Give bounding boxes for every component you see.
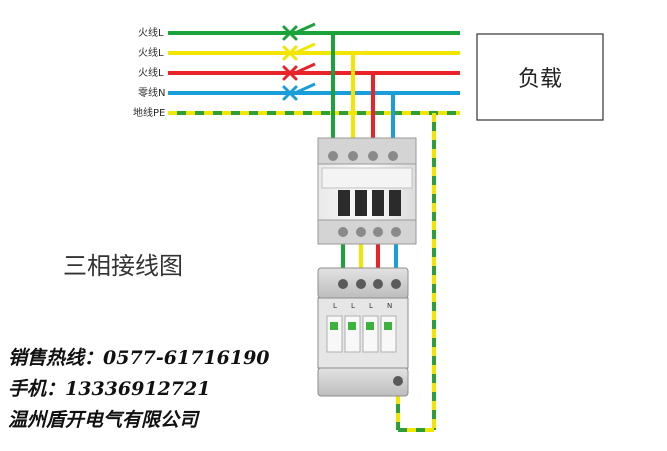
switch-x-icon bbox=[282, 25, 298, 41]
surge-protector: L L L N bbox=[317, 267, 409, 397]
load-label: 负载 bbox=[518, 67, 562, 92]
load-box bbox=[476, 33, 604, 121]
line-label-pe: 地线PE bbox=[133, 106, 165, 119]
hotline-text: 销售热线：0577-61716190 bbox=[8, 347, 270, 369]
switch-x-icon bbox=[282, 85, 298, 101]
switch-x-icon bbox=[282, 45, 298, 61]
line-label-l1: 火线L bbox=[138, 26, 164, 39]
line-label-l2: 火线L bbox=[138, 46, 164, 59]
spd-terminal-2: L bbox=[351, 302, 355, 310]
spd-terminal-4: N bbox=[387, 302, 392, 310]
spd-terminal-3: L bbox=[369, 302, 373, 310]
line-label-l3: 火线L bbox=[138, 66, 164, 79]
spd-terminal-1: L bbox=[333, 302, 337, 310]
company-name: 温州盾开电气有限公司 bbox=[8, 409, 201, 431]
mobile-text: 手机：13336912721 bbox=[8, 378, 210, 400]
circuit-breaker bbox=[317, 137, 417, 245]
switch-x-icon bbox=[282, 65, 298, 81]
switch-x-marks bbox=[282, 25, 298, 101]
diagram-title: 三相接线图 bbox=[63, 252, 183, 280]
line-label-n: 零线N bbox=[138, 86, 165, 99]
